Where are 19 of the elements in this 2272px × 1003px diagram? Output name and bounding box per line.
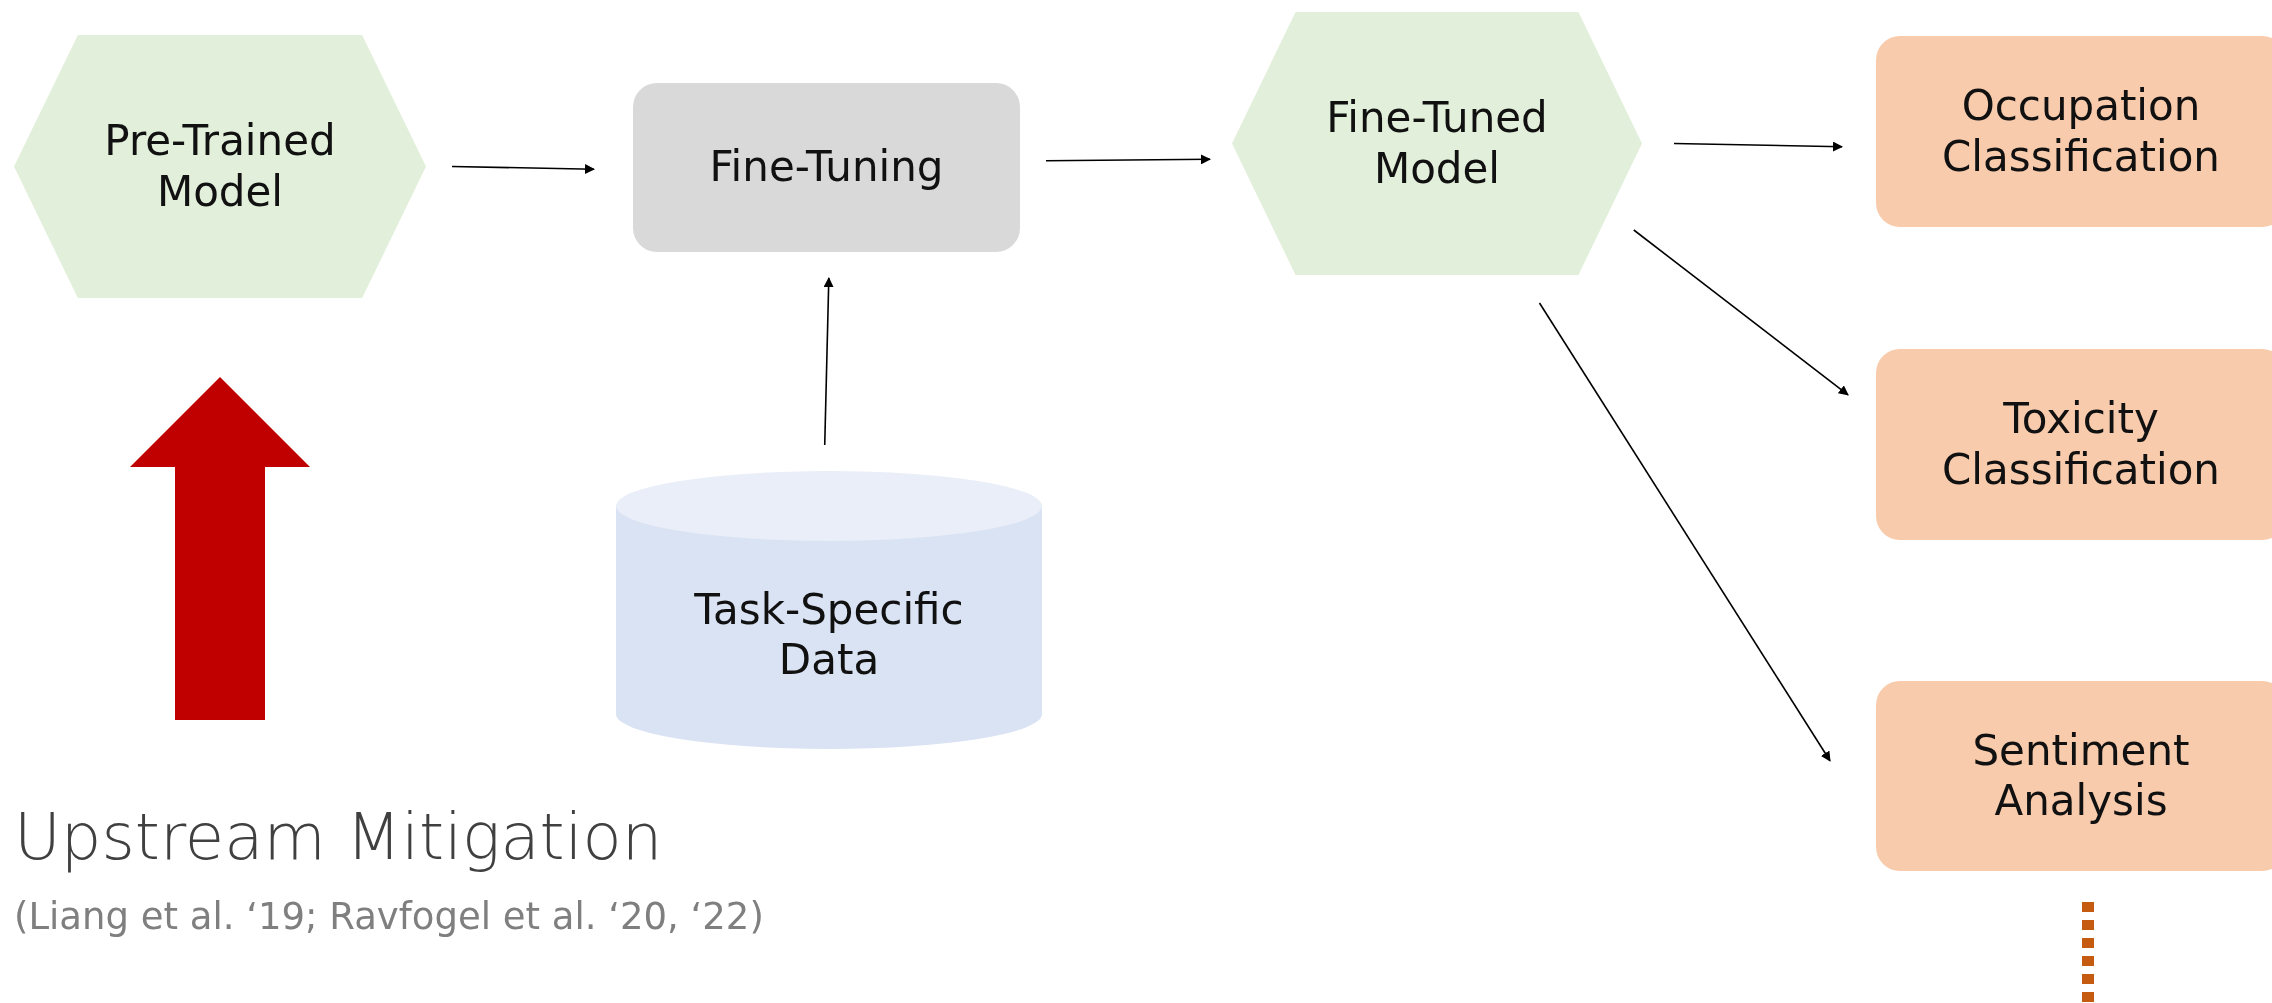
node-label: Toxicity Classification	[1941, 394, 2221, 495]
node-label: Occupation Classification	[1941, 81, 2221, 182]
process-box	[1876, 349, 2272, 540]
arrow	[1045, 154, 1211, 165]
node-label: Sentiment Analysis	[1971, 725, 2191, 827]
process-box	[1876, 36, 2272, 227]
process-box	[633, 83, 1020, 252]
arrow	[451, 164, 595, 174]
node-label: Fine-Tuning	[709, 142, 944, 193]
node-label: Pre-Trained Model	[103, 116, 337, 217]
section-heading: Upstream Mitigation	[14, 800, 663, 874]
citation-text: (Liang et al. ‘19; Ravfogel et al. ‘20, ‘22)	[14, 895, 764, 938]
arrow	[1633, 229, 1849, 396]
arrow	[823, 277, 834, 446]
process-box	[1876, 681, 2272, 871]
node-label: Fine-Tuned Model	[1325, 93, 1549, 194]
arrow	[1538, 302, 1831, 762]
arrow	[1673, 141, 1843, 152]
node-label: Task-Specific Data	[693, 584, 965, 686]
